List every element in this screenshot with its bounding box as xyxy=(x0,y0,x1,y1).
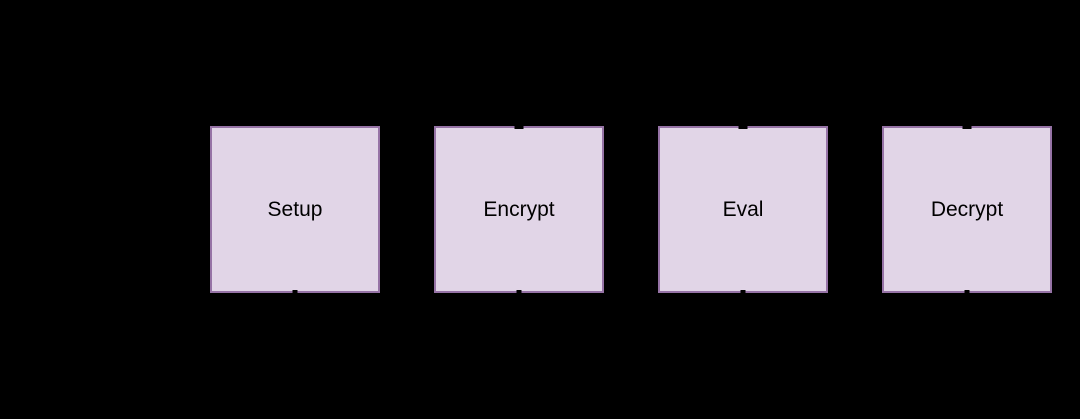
connector-stub-top xyxy=(738,126,748,129)
connector-stub-bottom xyxy=(292,290,298,293)
node-encrypt-label: Encrypt xyxy=(483,198,555,221)
node-eval-label: Eval xyxy=(722,198,764,221)
node-decrypt: Decrypt xyxy=(882,126,1052,293)
node-setup: Setup xyxy=(210,126,380,293)
connector-stub-top xyxy=(514,126,524,129)
node-decrypt-label: Decrypt xyxy=(930,198,1004,221)
connector-stub-bottom xyxy=(516,290,522,293)
connector-stub-bottom xyxy=(740,290,746,293)
node-setup-label: Setup xyxy=(267,198,323,221)
node-encrypt: Encrypt xyxy=(434,126,604,293)
connector-stub-top xyxy=(962,126,972,129)
connector-stub-bottom xyxy=(964,290,970,293)
node-eval: Eval xyxy=(658,126,828,293)
